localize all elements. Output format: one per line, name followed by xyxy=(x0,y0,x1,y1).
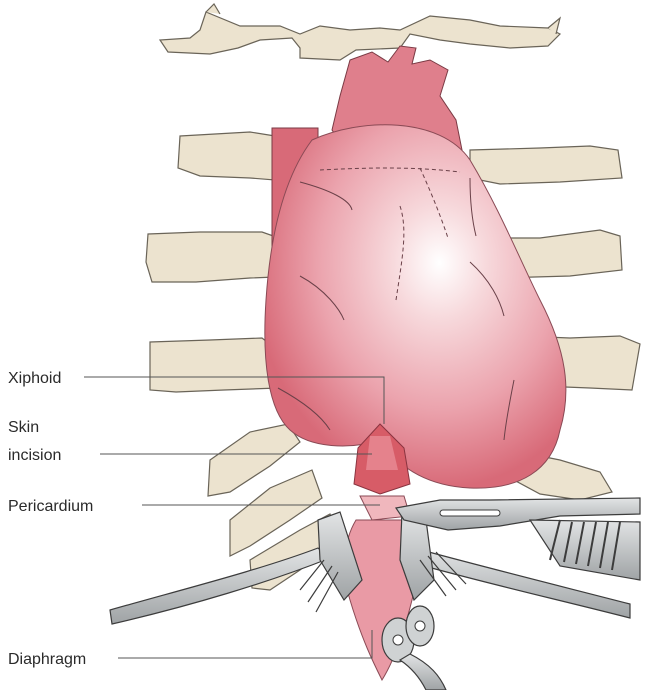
diaphragm-leader xyxy=(118,630,372,658)
clavicles xyxy=(160,4,560,60)
skin-incision-label-line2: incision xyxy=(8,447,61,464)
xiphoid-label: Xiphoid xyxy=(8,370,61,387)
labels: Xiphoid Skin incision Pericardium Diaphr… xyxy=(8,370,93,668)
skin-incision-label-line1: Skin xyxy=(8,419,39,436)
pericardium-label: Pericardium xyxy=(8,498,93,515)
diaphragm-label: Diaphragm xyxy=(8,651,86,668)
heart xyxy=(265,46,566,488)
